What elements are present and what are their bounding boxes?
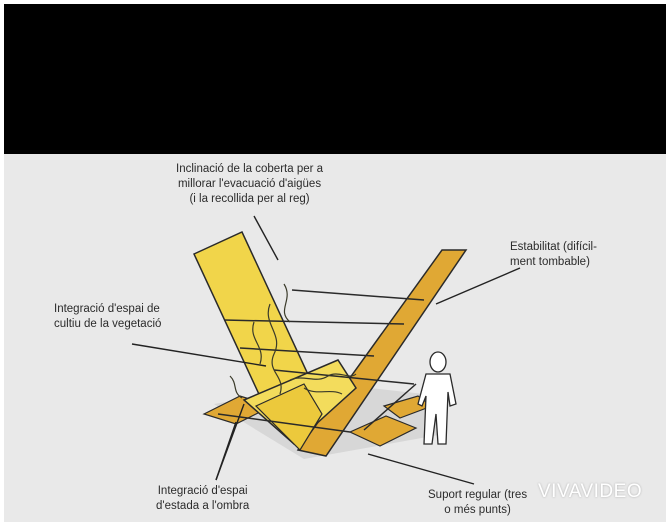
slide-frame: Inclinació de la coberta per a millorar … — [4, 4, 666, 522]
label-line: ment tombable) — [510, 256, 590, 268]
leader-cultivation — [131, 343, 267, 367]
leader-shade-b — [215, 421, 237, 481]
label-stability: Estabilitat (difícil- ment tombable) — [510, 240, 597, 270]
label-line: Inclinació de la coberta per a — [176, 163, 324, 175]
label-line: millorar l'evacuació d'aigües — [177, 178, 322, 190]
label-line: Integració d'espai de — [54, 303, 160, 315]
label-line: (i la recollida per al reg) — [189, 193, 310, 205]
front-panel — [254, 383, 323, 451]
leader-lines — [131, 215, 521, 485]
vivavideo-watermark: VIVAVIDEO — [538, 481, 643, 502]
label-support: Suport regular (tres o més punts) — [428, 488, 527, 518]
label-line: cultiu de la vegetació — [54, 318, 162, 330]
shelter-diagram — [131, 215, 521, 485]
stability-panel — [296, 249, 468, 457]
leader-stability — [435, 267, 521, 305]
label-roof-inclination: Inclinació de la coberta per a millorar … — [176, 162, 323, 207]
leader-roof — [253, 215, 279, 261]
human-figure — [417, 351, 457, 445]
black-top-band — [4, 4, 666, 154]
leader-support — [367, 453, 475, 485]
label-line: Suport regular (tres — [428, 489, 528, 501]
label-shade-stay: Integració d'espai d'estada a l'ombra — [156, 484, 249, 514]
label-cultivation: Integració d'espai de cultiu de la veget… — [54, 302, 161, 332]
frame-rods — [217, 289, 425, 433]
label-line: Integració d'espai — [157, 485, 248, 497]
label-line: o més punts) — [444, 504, 511, 516]
label-line: Estabilitat (difícil- — [510, 241, 597, 253]
vegetation-sketch — [229, 283, 357, 399]
label-line: d'estada a l'ombra — [156, 500, 250, 512]
